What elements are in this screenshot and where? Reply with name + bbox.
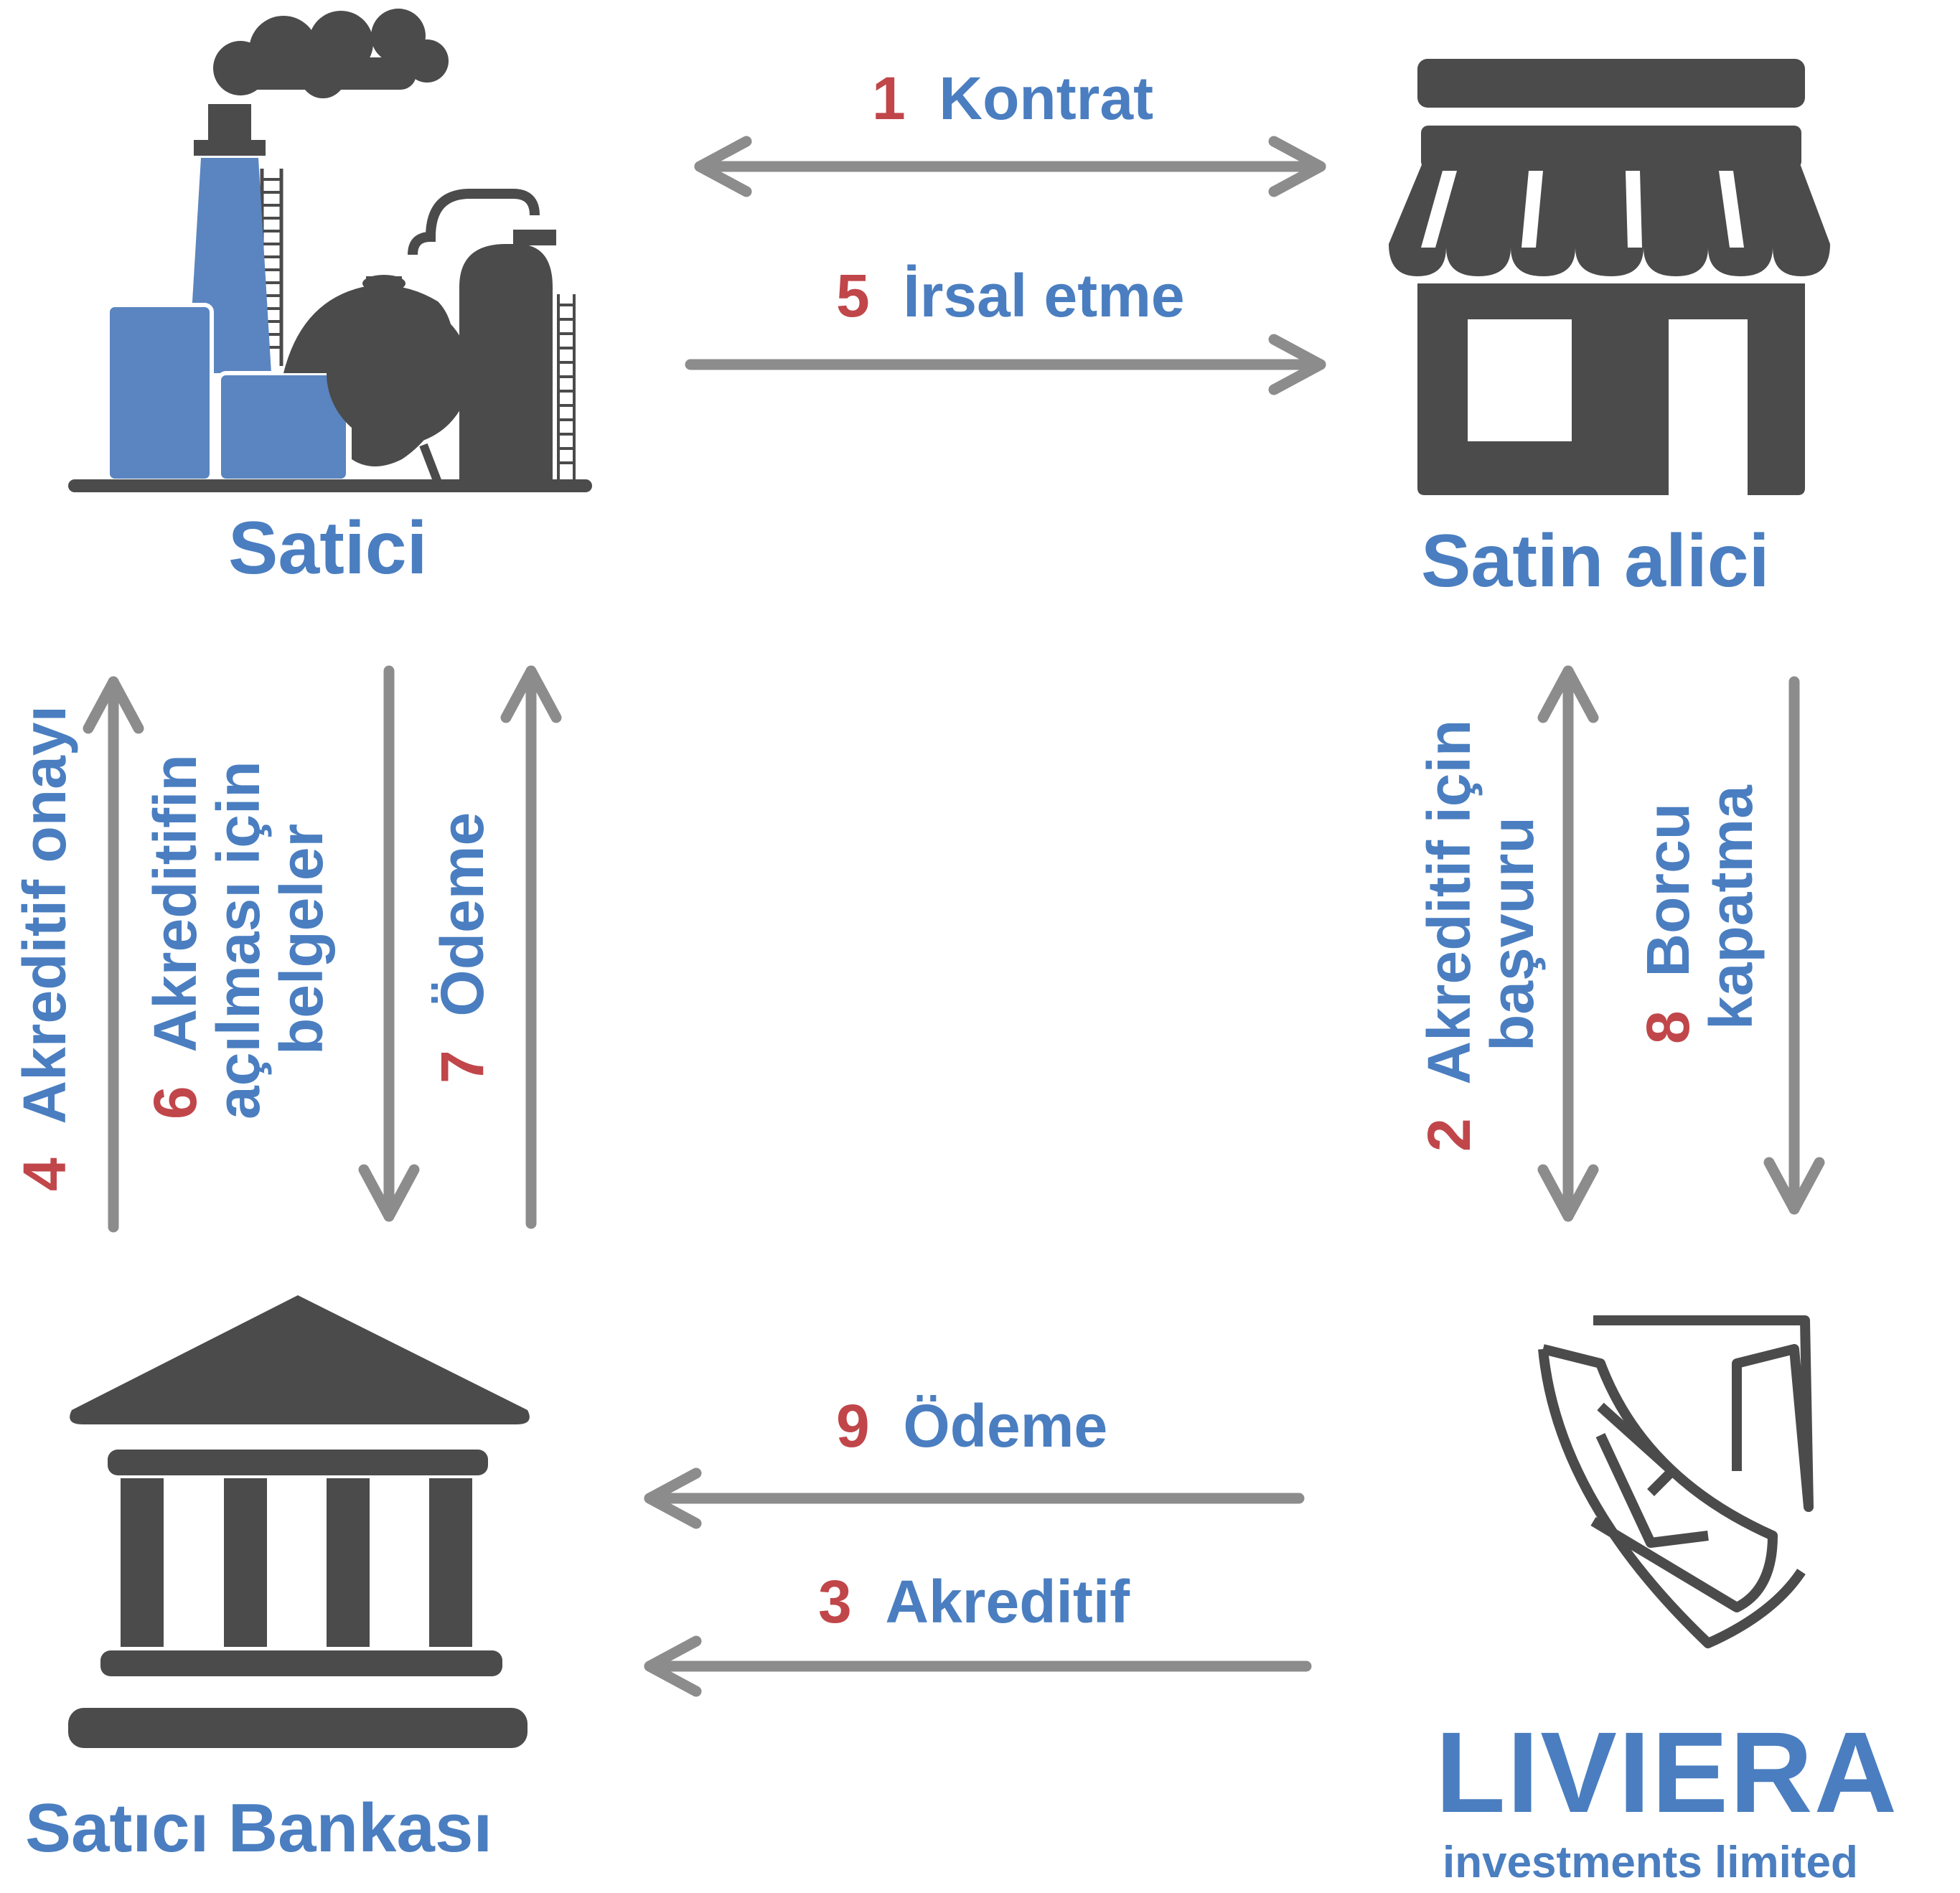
step-4-text: Akreditif onayı xyxy=(11,705,78,1124)
step-3-text: Akreditif xyxy=(885,1568,1130,1635)
arrow-contract xyxy=(694,136,1326,197)
arrow-documents xyxy=(358,665,420,1222)
step-3-label: 3 Akreditif xyxy=(818,1572,1130,1632)
step-8-number: 8 xyxy=(1634,1010,1702,1044)
step-6-line-2: açılması için xyxy=(205,761,273,1119)
bank-icon xyxy=(68,1295,530,1748)
step-1-label: 1 Kontrat xyxy=(872,68,1153,128)
arrow-debt-closing xyxy=(1763,676,1825,1215)
arrow-lc-approval xyxy=(83,676,144,1233)
arrow-payment-seller xyxy=(500,665,562,1229)
step-3-number: 3 xyxy=(818,1568,852,1635)
company-tagline: investments limited xyxy=(1443,1838,1858,1887)
step-2-label: 2 Akreditif için başvuru xyxy=(1415,719,1547,1152)
step-6-number: 6 xyxy=(141,1086,209,1119)
step-1-text: Kontrat xyxy=(939,65,1154,132)
liviera-shield-logo xyxy=(1538,1315,1814,1648)
step-2-line-1: Akreditif için xyxy=(1415,719,1483,1085)
step-6-line-1: Akreditifin xyxy=(141,754,209,1053)
arrow-lc-application xyxy=(1537,665,1599,1222)
step-4-number: 4 xyxy=(11,1157,78,1191)
step-6-label: 6 Akreditifin açılması için belgeler xyxy=(141,754,336,1119)
arrow-shipment xyxy=(685,334,1326,395)
step-1-number: 1 xyxy=(872,65,906,132)
step-2-line-2: başvuru xyxy=(1478,817,1547,1051)
step-5-label: 5 İrsal etme xyxy=(836,266,1185,326)
step-9-number: 9 xyxy=(836,1392,870,1460)
step-7-label: 7 Ödeme xyxy=(428,812,496,1084)
buyer-label: Satin alici xyxy=(1421,520,1770,603)
step-9-label: 9 Ödeme xyxy=(836,1396,1107,1456)
store-icon xyxy=(1389,59,1830,495)
step-7-number: 7 xyxy=(428,1050,496,1084)
step-8-line-1: Borcu xyxy=(1634,802,1702,977)
step-6-line-3: belgeler xyxy=(268,823,336,1055)
factory-icon xyxy=(68,9,592,492)
arrow-payment-bank xyxy=(644,1467,1305,1529)
step-5-text: İrsal etme xyxy=(903,262,1185,329)
step-8-line-2: kapatma xyxy=(1697,785,1766,1030)
step-9-text: Ödeme xyxy=(903,1392,1108,1460)
step-2-number: 2 xyxy=(1415,1118,1483,1152)
seller-label: Satici xyxy=(228,507,428,590)
seller-bank-label: Satıcı Bankası xyxy=(25,1790,492,1866)
step-8-label: 8 Borcu kapatma xyxy=(1634,785,1766,1044)
step-5-number: 5 xyxy=(836,262,870,329)
step-4-label: 4 Akreditif onayı xyxy=(11,705,78,1191)
arrow-letter-of-credit xyxy=(644,1635,1312,1697)
step-7-text: Ödeme xyxy=(428,812,496,1017)
company-name: LIVIERA xyxy=(1435,1708,1899,1836)
